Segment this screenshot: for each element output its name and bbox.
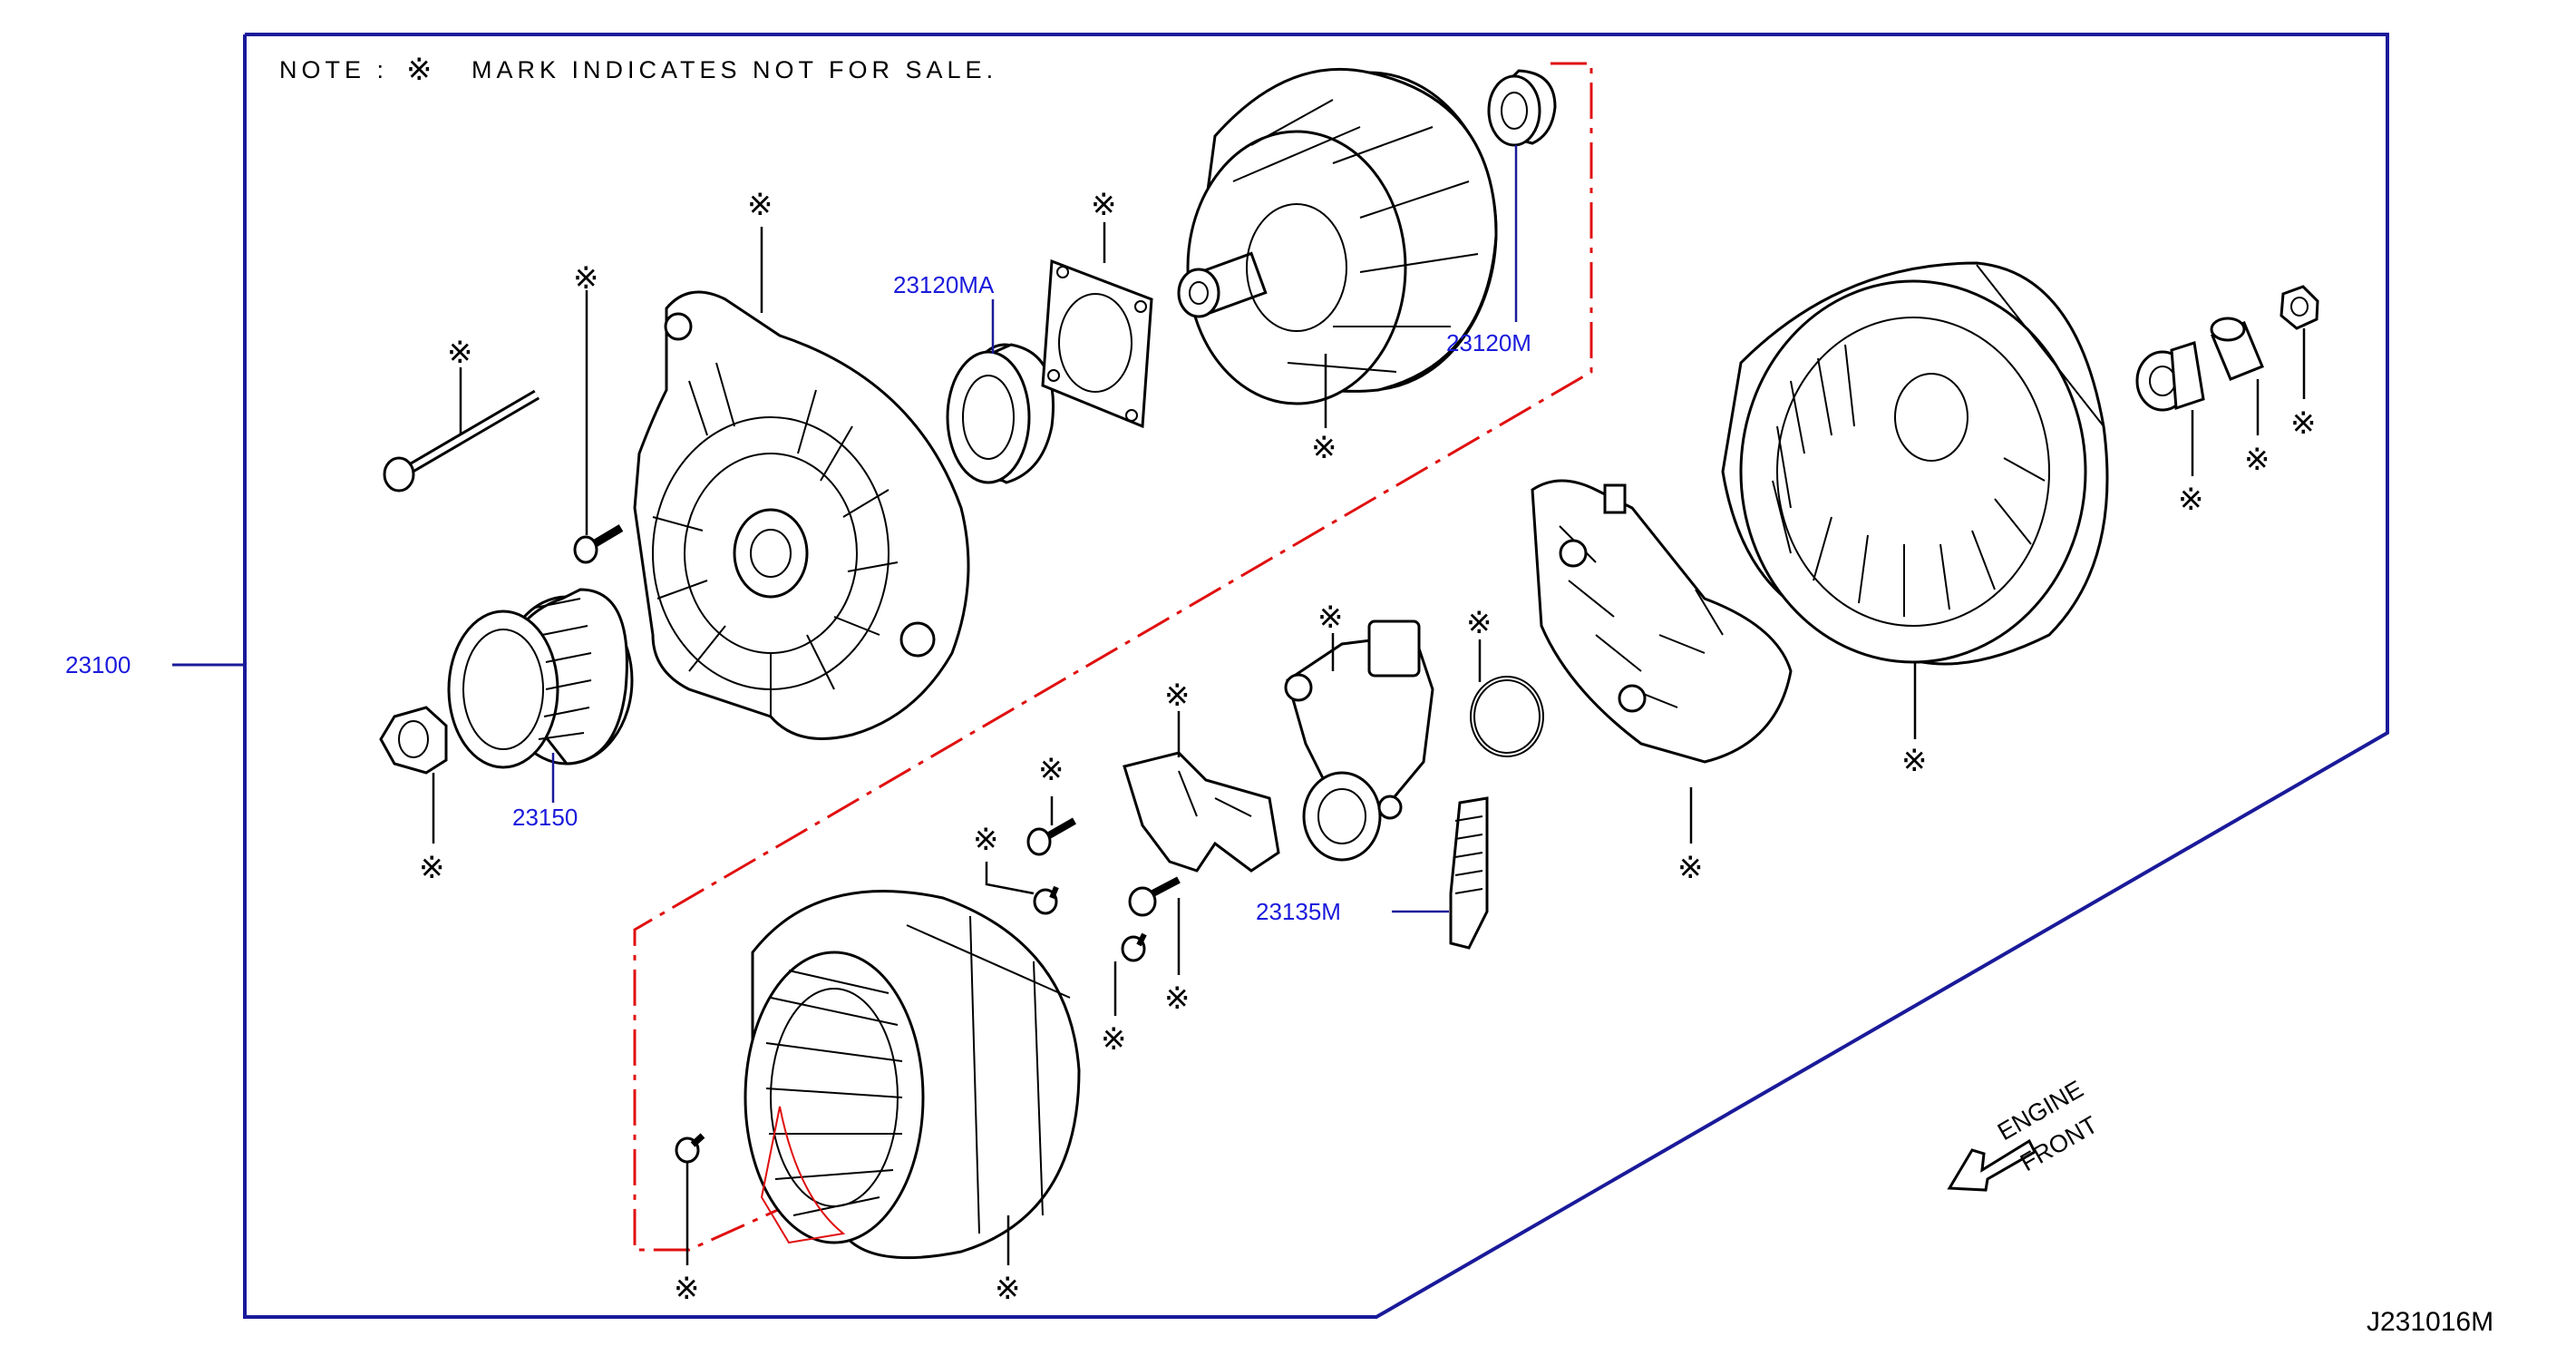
front-housing bbox=[633, 290, 970, 740]
stator bbox=[744, 890, 1081, 1260]
brush-holder bbox=[1449, 796, 1489, 950]
label-23120MA[interactable]: 23120MA bbox=[893, 271, 995, 298]
mark-terminal-bushing: ※ bbox=[2244, 442, 2270, 478]
label-23150[interactable]: 23150 bbox=[512, 804, 578, 831]
mark-rectifier: ※ bbox=[1677, 850, 1704, 886]
mark-terminal-nut: ※ bbox=[2290, 405, 2317, 442]
assembly-frame bbox=[243, 33, 2389, 1319]
rear-cover bbox=[1721, 261, 2109, 666]
diagram-code: J231016M bbox=[2367, 1307, 2493, 1337]
mark-stator-screw: ※ bbox=[674, 1271, 700, 1307]
mark-screw-a: ※ bbox=[1038, 752, 1064, 788]
screw-d bbox=[1121, 932, 1147, 962]
pulley-nut bbox=[379, 706, 448, 775]
note-text: MARK INDICATES NOT FOR SALE. bbox=[471, 56, 997, 83]
screw-c bbox=[1128, 876, 1181, 917]
mark-brush-cover: ※ bbox=[1164, 678, 1191, 714]
mark-screw-c: ※ bbox=[1164, 980, 1191, 1017]
voltage-regulator bbox=[1284, 619, 1434, 862]
mark-stator: ※ bbox=[995, 1271, 1021, 1307]
mark-front-housing: ※ bbox=[747, 187, 773, 223]
mark-regulator: ※ bbox=[1317, 600, 1344, 636]
mark-snap-ring: ※ bbox=[1466, 605, 1492, 641]
label-23100[interactable]: 23100 bbox=[65, 651, 131, 678]
mark-retainer-plate: ※ bbox=[1091, 187, 1117, 223]
pulley bbox=[447, 588, 634, 769]
label-23135M[interactable]: 23135M bbox=[1256, 898, 1341, 925]
terminal-nut bbox=[2280, 285, 2319, 330]
screw-b bbox=[1033, 885, 1059, 915]
mark-rear-cover: ※ bbox=[1901, 743, 1928, 779]
mark-terminal-insulator: ※ bbox=[2178, 482, 2204, 518]
rectifier bbox=[1531, 479, 1793, 764]
terminal-insulator bbox=[2135, 341, 2205, 412]
phantom-line bbox=[633, 62, 1593, 1252]
rotor bbox=[1177, 67, 1498, 405]
front-bearing bbox=[946, 343, 1055, 484]
through-bolt bbox=[383, 389, 540, 493]
note-prefix: NOTE : bbox=[279, 56, 388, 83]
note-symbol: ※ bbox=[406, 52, 433, 88]
mark-screw-b: ※ bbox=[973, 822, 999, 858]
housing-screw bbox=[573, 524, 624, 564]
rear-bearing bbox=[1487, 69, 1557, 147]
stator-screw bbox=[675, 1133, 705, 1164]
mark-screw-housing: ※ bbox=[573, 260, 599, 297]
screw-a bbox=[1026, 817, 1076, 856]
label-23120M[interactable]: 23120M bbox=[1446, 329, 1531, 356]
mark-rotor: ※ bbox=[1311, 430, 1337, 466]
mark-screw-d: ※ bbox=[1101, 1021, 1127, 1058]
mark-bolt: ※ bbox=[447, 335, 473, 371]
terminal-bushing bbox=[2210, 317, 2264, 381]
snap-ring bbox=[1470, 676, 1544, 757]
bearing-retainer-plate bbox=[1041, 258, 1153, 429]
mark-nut: ※ bbox=[419, 850, 445, 886]
engine-front-arrow bbox=[1947, 1138, 2036, 1192]
brush-cover bbox=[1123, 751, 1280, 873]
